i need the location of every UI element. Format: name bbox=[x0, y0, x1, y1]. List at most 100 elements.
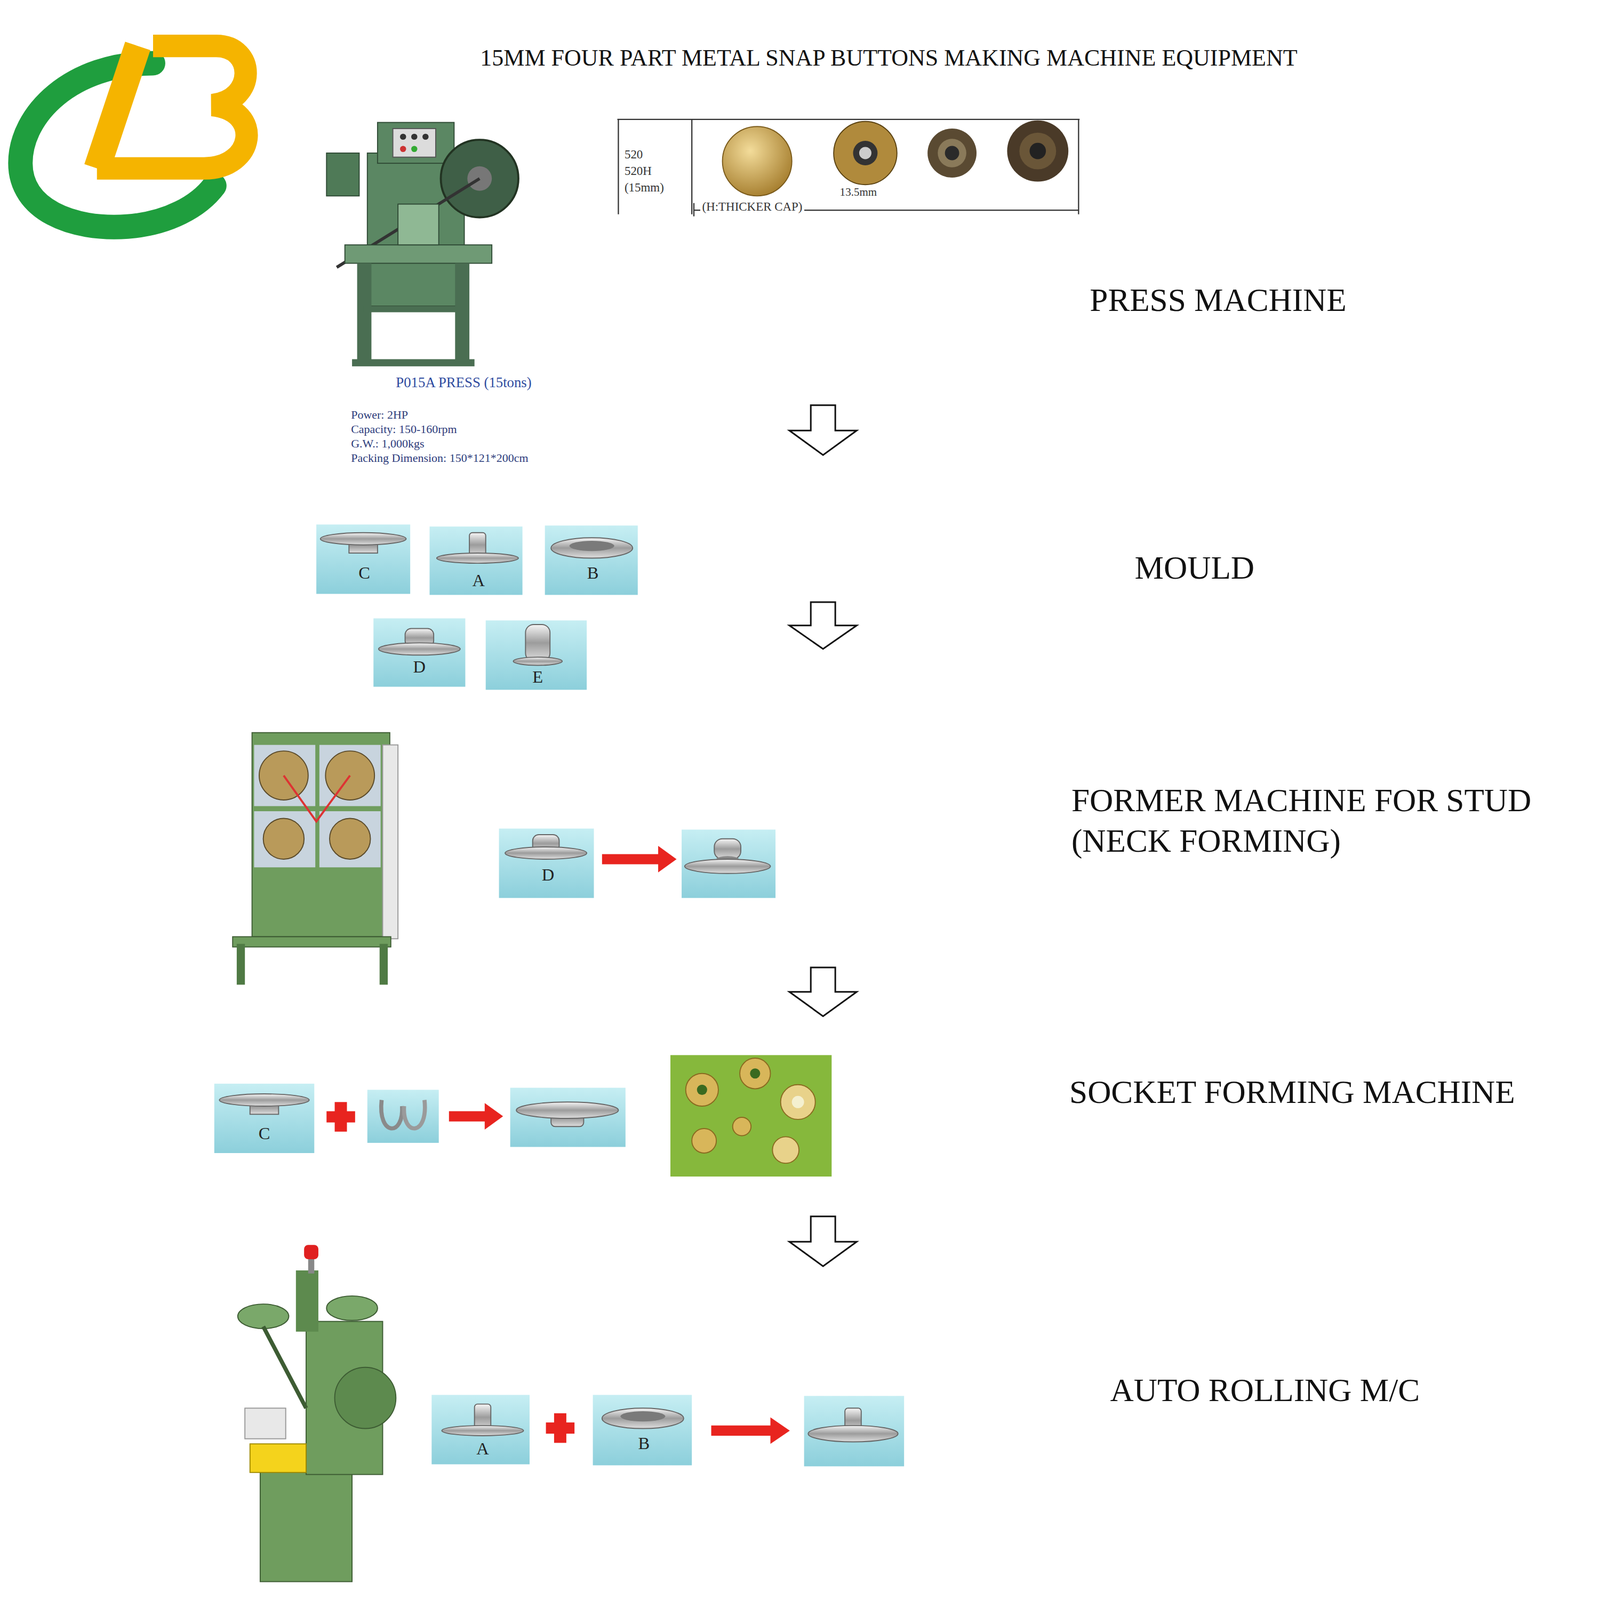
press-machine-photo-part bbox=[352, 358, 475, 366]
rolling-photos-part bbox=[441, 1425, 524, 1436]
mould-part-photos-part bbox=[373, 618, 466, 687]
rolling-photos-part bbox=[620, 1411, 666, 1422]
step-label: SOCKET FORMING MACHINE bbox=[1069, 1071, 1516, 1113]
snap-button-photos-part bbox=[1029, 142, 1046, 160]
part-letter: B bbox=[637, 1433, 650, 1454]
socket-forming-photos-part bbox=[449, 1102, 503, 1130]
stud-forming-photos-part bbox=[684, 859, 771, 874]
snap-button-photos-part bbox=[927, 128, 977, 178]
mould-part-photos-part bbox=[545, 525, 638, 595]
former-machine-photo-part bbox=[329, 818, 371, 860]
former-machine-photo-part bbox=[325, 750, 375, 800]
auto-rolling-machine-photo-part bbox=[244, 1408, 286, 1439]
process-step: AUTO ROLLING M/C bbox=[785, 1268, 1592, 1534]
process-step: MOULD bbox=[785, 457, 1592, 600]
rolling-photos-part bbox=[593, 1394, 693, 1466]
socket-forming-photos-part bbox=[792, 1096, 805, 1109]
part-letter: C bbox=[358, 563, 371, 583]
snap-button-photos-part bbox=[833, 121, 898, 186]
mould-part-photos-part bbox=[513, 657, 563, 666]
size-note: (15mm) bbox=[624, 180, 664, 195]
company-logo bbox=[20, 45, 247, 228]
press-machine-photo-part bbox=[400, 133, 406, 140]
process-step: FORMER MACHINE FOR STUD (NECK FORMING) bbox=[785, 651, 1592, 966]
press-machine-photo-part bbox=[357, 263, 372, 366]
press-machine-photo-part bbox=[411, 146, 418, 152]
press-machine-photo-part bbox=[345, 244, 493, 263]
rolling-photos-part bbox=[804, 1395, 905, 1467]
step-label: FORMER MACHINE FOR STUD (NECK FORMING) bbox=[1071, 779, 1567, 862]
former-machine-photo-part bbox=[259, 750, 309, 800]
mould-part-photos-part bbox=[429, 526, 523, 595]
rolling-photos bbox=[431, 1394, 904, 1467]
socket-forming-photos-part bbox=[697, 1084, 708, 1095]
socket-forming-photos-part bbox=[780, 1084, 816, 1120]
part-letter: B bbox=[587, 563, 599, 583]
snap-button-photos-part bbox=[722, 126, 792, 196]
former-machine-photo-part bbox=[319, 811, 381, 868]
stud-forming-photos-part bbox=[499, 828, 595, 899]
mould-part-photos-part bbox=[485, 620, 587, 690]
step-label: AUTO ROLLING M/C bbox=[1110, 1369, 1420, 1411]
former-machine-photo-part bbox=[382, 745, 398, 940]
mould-part-photos-part bbox=[525, 624, 550, 662]
button-size-chart-part bbox=[617, 119, 619, 215]
rolling-photos-part bbox=[431, 1394, 530, 1464]
socket-forming-photos-part bbox=[214, 1083, 315, 1154]
spec-line: Packing Dimension: 150*121*200cm bbox=[350, 451, 528, 465]
stud-forming-photos-part bbox=[602, 845, 677, 873]
auto-rolling-machine-photo bbox=[237, 1244, 397, 1582]
press-machine-photo-part bbox=[363, 306, 464, 312]
snap-button-photos-part bbox=[859, 147, 872, 160]
part-letter: C bbox=[258, 1123, 271, 1144]
process-step: PRESS MACHINE bbox=[785, 254, 1592, 403]
button-size-chart-part bbox=[691, 119, 693, 215]
flow-arrow bbox=[789, 1216, 857, 1267]
socket-forming-photos-part bbox=[334, 1101, 348, 1132]
step-label: PRESS MACHINE bbox=[1089, 279, 1347, 321]
spec-line: Power: 2HP bbox=[350, 408, 408, 422]
machine-model: P015A PRESS (15tons) bbox=[395, 374, 532, 391]
press-machine-photo-part bbox=[411, 133, 418, 140]
auto-rolling-machine-photo-part bbox=[308, 1257, 315, 1274]
dimension-note: (H:THICKER CAP) bbox=[700, 200, 805, 214]
part-letter: A bbox=[476, 1438, 489, 1459]
former-machine-photo bbox=[232, 732, 398, 986]
mould-part-photos-part bbox=[316, 524, 411, 594]
press-machine-photo-part bbox=[393, 128, 436, 158]
mould-part-photos-part bbox=[320, 532, 407, 546]
diagram-title: 15MM FOUR PART METAL SNAP BUTTONS MAKING… bbox=[480, 44, 1298, 72]
socket-forming-photos-part bbox=[403, 1100, 425, 1129]
button-size-chart-part bbox=[617, 118, 1080, 120]
press-machine-photo-part bbox=[326, 153, 359, 196]
part-letter: A bbox=[472, 570, 485, 591]
socket-forming-photos-part bbox=[749, 1068, 760, 1079]
socket-forming-photos-part bbox=[732, 1117, 751, 1136]
press-machine-photo-part bbox=[397, 204, 439, 246]
mould-part-photos-part bbox=[550, 537, 633, 558]
stud-forming-photos bbox=[499, 828, 776, 899]
former-machine-photo-part bbox=[232, 936, 391, 947]
press-machine-photo-part bbox=[422, 133, 429, 140]
former-machine-photo-part bbox=[263, 818, 305, 860]
snap-button-photos bbox=[722, 120, 1069, 197]
spec-line: G.W.: 1,000kgs bbox=[350, 436, 424, 451]
auto-rolling-machine-photo-part bbox=[326, 1296, 378, 1321]
mould-part-photos-part bbox=[378, 642, 461, 655]
socket-forming-photos-part bbox=[691, 1128, 717, 1154]
snap-button-photos-part bbox=[1006, 120, 1069, 182]
socket-forming-photos-part bbox=[685, 1073, 719, 1107]
press-machine-photo bbox=[326, 122, 519, 367]
auto-rolling-machine-photo-part bbox=[334, 1367, 397, 1429]
process-step: SOCKET FORMING MACHINE bbox=[785, 1018, 1592, 1214]
former-machine-photo-part bbox=[283, 775, 350, 822]
model-number: 520H bbox=[624, 164, 652, 179]
auto-rolling-machine-photo-part bbox=[237, 1304, 290, 1329]
socket-forming-photos-part bbox=[739, 1058, 771, 1089]
socket-forming-photos bbox=[214, 1054, 832, 1177]
socket-forming-photos-part bbox=[510, 1088, 626, 1148]
dimension: 13.5mm bbox=[840, 185, 878, 199]
press-machine-photo-part bbox=[377, 122, 454, 164]
button-size-chart-part bbox=[1077, 119, 1079, 215]
